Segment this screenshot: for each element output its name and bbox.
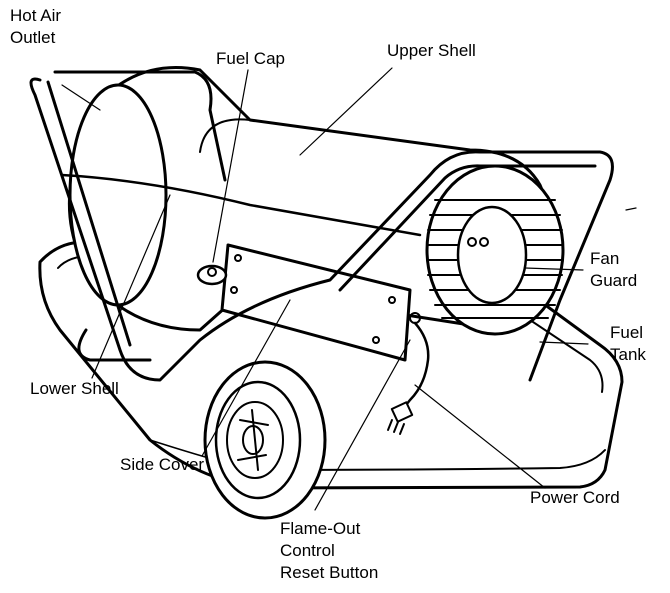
label-side-cover: Side Cover: [120, 455, 205, 474]
handle-frame: [29, 70, 614, 382]
label-fan-guard: Fan Guard: [590, 248, 637, 292]
fan-guard-grill: [425, 164, 565, 336]
side-cover-panel: [220, 243, 421, 362]
label-hot-air-outlet-line2: Outlet: [10, 28, 56, 47]
label-fuel-cap: Fuel Cap: [216, 49, 285, 68]
label-fuel-tank: Fuel Tank: [610, 322, 646, 366]
leader-lines: [61, 67, 637, 511]
label-flame-out-line1: Flame-Out: [280, 519, 361, 538]
label-fan-guard-line1: Fan: [590, 249, 620, 268]
label-flame-out-line3: Reset Button: [280, 563, 379, 582]
label-fuel-tank-line1: Fuel: [610, 323, 644, 342]
fuel-cap-part: [196, 264, 228, 286]
label-hot-air-outlet: Hot Air Outlet: [10, 5, 61, 49]
power-cord: [387, 321, 430, 435]
label-fuel-tank-line2: Tank: [610, 345, 646, 364]
label-upper-shell: Upper Shell: [387, 41, 476, 60]
label-power-cord: Power Cord: [530, 488, 620, 507]
wheel: [203, 360, 327, 520]
label-hot-air-outlet-line1: Hot Air: [10, 6, 62, 25]
label-lower-shell: Lower Shell: [30, 379, 119, 398]
label-fan-guard-line2: Guard: [590, 271, 638, 290]
label-flame-out-control: Flame-Out Control Reset Button: [280, 518, 378, 584]
label-flame-out-line2: Control: [280, 541, 335, 560]
